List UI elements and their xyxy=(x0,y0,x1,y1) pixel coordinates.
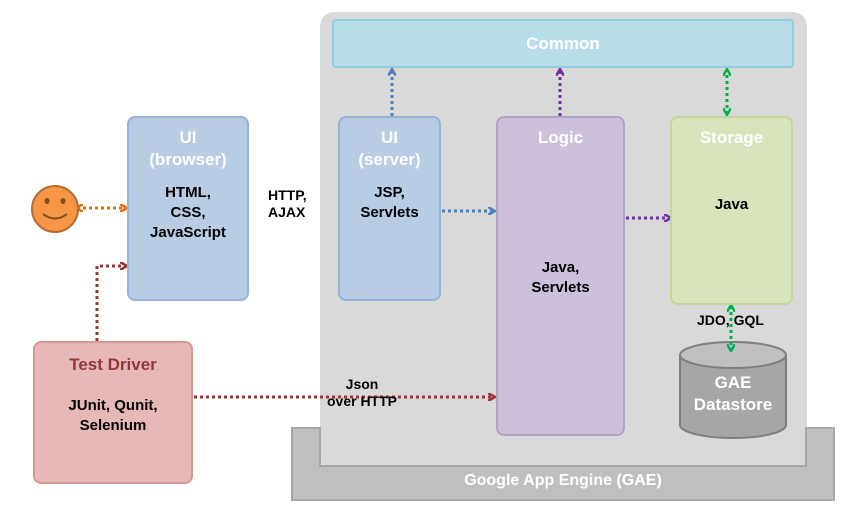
datastore-label: GAE Datastore xyxy=(693,373,773,414)
logic-body: Java, Servlets xyxy=(531,259,590,296)
storage-body: Java xyxy=(714,196,749,213)
logic-title: Logic xyxy=(537,128,584,147)
http-ajax-label: HTTP, AJAX xyxy=(268,187,307,220)
common-label: Common xyxy=(526,33,600,53)
jdo-gql-label: JDO, GQL xyxy=(697,312,764,328)
storage-title: Storage xyxy=(699,128,764,147)
ui-server-box: UI (server) JSP, Servlets xyxy=(338,116,441,301)
ui-server-body: JSP, Servlets xyxy=(360,184,419,221)
common-box: Common xyxy=(332,19,794,68)
datastore-cylinder xyxy=(679,341,787,439)
ui-browser-box: UI (browser) HTML, CSS, JavaScript xyxy=(127,116,249,301)
test-driver-body: JUnit, Qunit, Selenium xyxy=(68,397,158,434)
ui-browser-title: UI (browser) xyxy=(149,128,227,169)
test-driver-box: Test Driver JUnit, Qunit, Selenium xyxy=(33,341,193,484)
storage-box: Storage Java xyxy=(670,116,793,305)
arrow-driver-ui xyxy=(95,266,126,341)
gae-label: Google App Engine (GAE) xyxy=(464,472,662,489)
logic-box: Logic Java, Servlets xyxy=(496,116,625,436)
smiley-face-icon xyxy=(31,185,79,233)
gae-platform xyxy=(291,427,835,501)
test-driver-title: Test Driver xyxy=(69,355,157,374)
ui-server-title: UI (server) xyxy=(358,128,421,169)
ui-browser-body: HTML, CSS, JavaScript xyxy=(150,184,226,241)
json-over-http-label: Json over HTTP xyxy=(326,376,397,409)
